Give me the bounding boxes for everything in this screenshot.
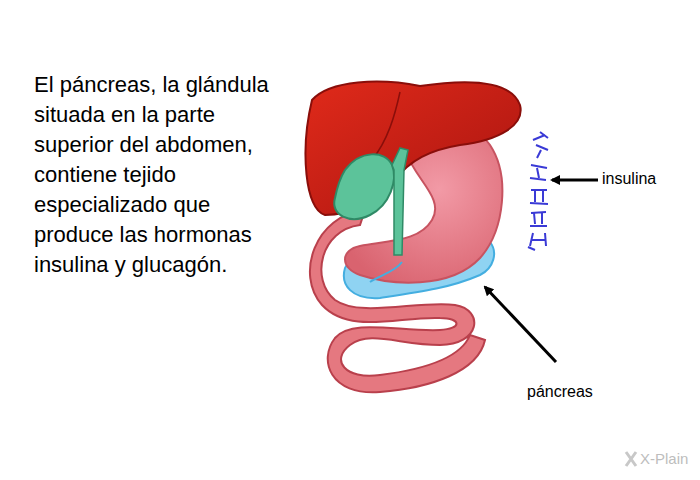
bile-duct [392, 148, 408, 255]
pancreas-label: páncreas [527, 383, 593, 401]
description-text: El páncreas, la glándula situada en la p… [34, 70, 289, 280]
watermark-icon [626, 452, 636, 466]
insulin-leader [552, 179, 598, 182]
insulin-label: insulina [602, 170, 656, 188]
gallbladder [334, 154, 394, 219]
pancreas-leader [485, 287, 556, 362]
insulin-molecule [528, 132, 548, 250]
watermark: X-Plain [640, 450, 688, 467]
